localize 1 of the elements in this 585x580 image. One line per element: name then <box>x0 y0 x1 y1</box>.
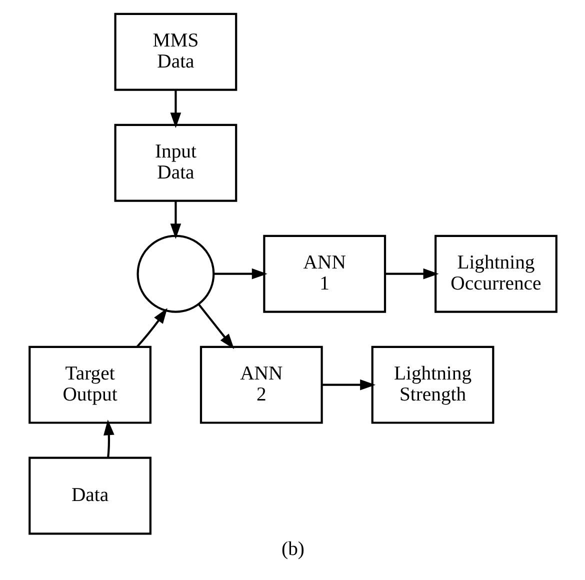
caption: (b) <box>281 538 304 560</box>
